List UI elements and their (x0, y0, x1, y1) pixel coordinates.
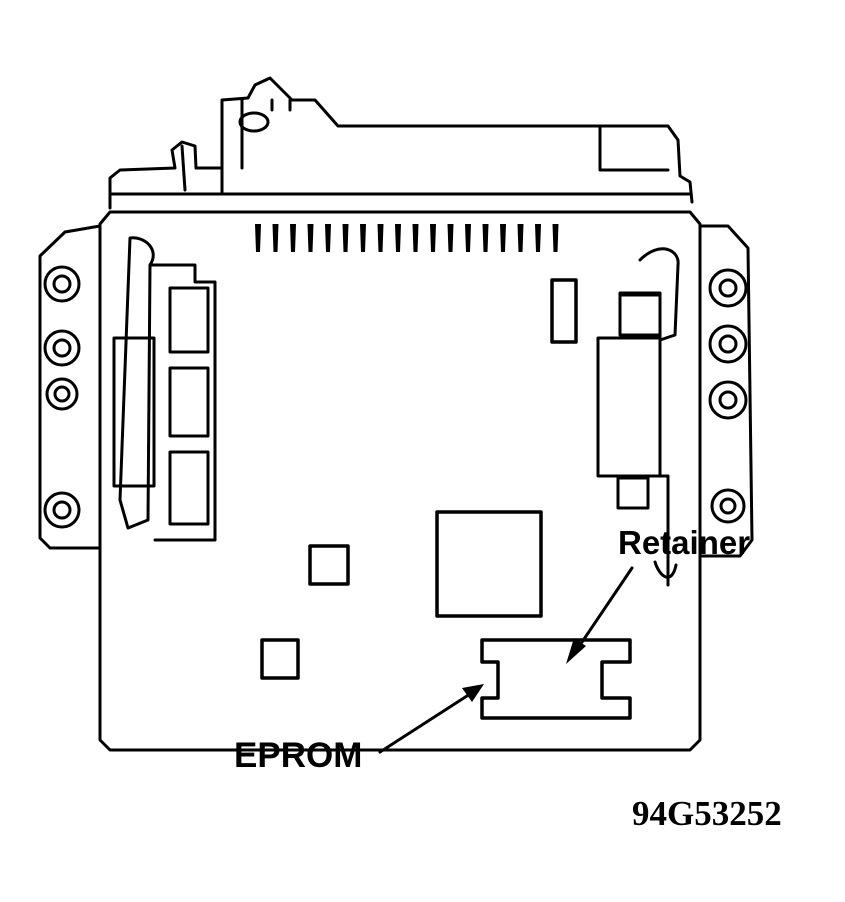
header-pin (272, 224, 279, 252)
header-pin-row (255, 224, 559, 252)
header-pin (430, 224, 436, 252)
left-component-column (112, 236, 217, 542)
header-pin (325, 224, 331, 252)
header-pin (500, 224, 506, 252)
eprom-label: EPROM (234, 736, 363, 775)
header-pin (482, 224, 489, 252)
header-pin (552, 224, 559, 252)
header-pin (290, 224, 296, 252)
left-mounting-flange (38, 224, 102, 550)
header-pin (465, 224, 471, 252)
eprom-leader-arrow (378, 684, 484, 754)
right-mounting-flange (698, 224, 754, 558)
retainer-leader-arrow (566, 566, 634, 664)
eprom-chip (480, 638, 632, 720)
header-pin (255, 224, 261, 252)
header-pin (377, 224, 384, 252)
header-pin (517, 224, 524, 252)
retainer-label: Retainer (618, 524, 751, 561)
figure-id: 94G53252 (632, 794, 782, 833)
header-pin (447, 224, 454, 252)
small-chip (550, 278, 578, 344)
square-chip-medium (308, 544, 350, 586)
connector-housing (108, 76, 694, 210)
header-pin (535, 224, 541, 252)
right-component-column (596, 247, 680, 587)
header-pin (342, 224, 349, 252)
header-pin (412, 224, 419, 252)
header-pin (360, 224, 366, 252)
header-pin (395, 224, 401, 252)
header-pin (307, 224, 314, 252)
square-chip-small (260, 638, 300, 680)
square-chip-large (435, 510, 543, 618)
circuit-board (98, 210, 702, 752)
